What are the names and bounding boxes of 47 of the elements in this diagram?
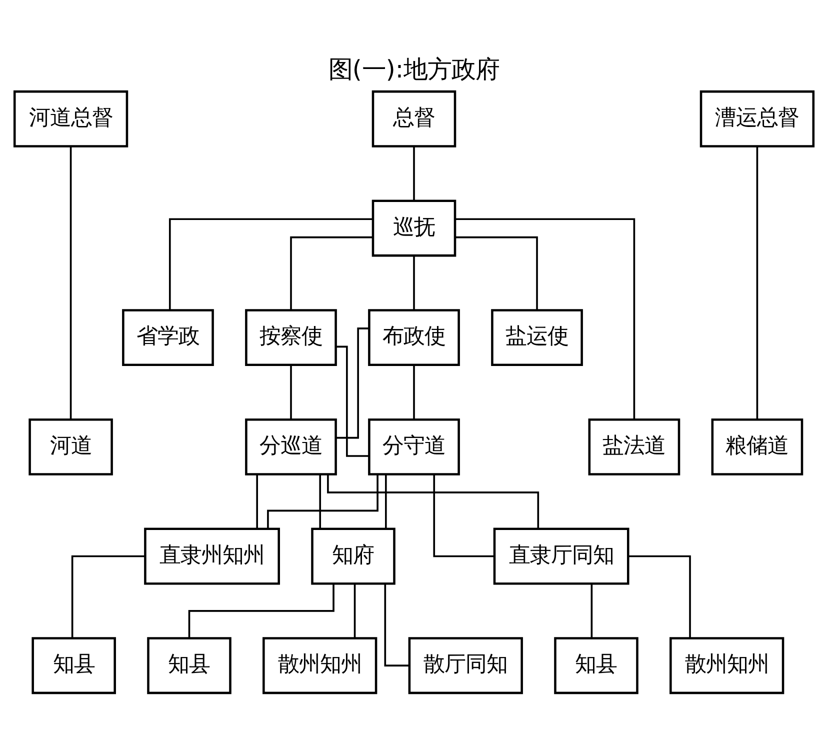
node-box: 知县: [147, 637, 232, 694]
connector: [413, 256, 415, 310]
node-box: 河道总督: [13, 90, 128, 148]
connector: [628, 555, 691, 638]
node-box: 知府: [311, 528, 396, 585]
node-box: 知县: [554, 637, 638, 694]
connector: [354, 584, 356, 638]
node-box: 漕运总督: [700, 90, 815, 148]
connector: [433, 474, 494, 558]
connector: [290, 365, 292, 419]
node-box: 直隶厅同知: [493, 528, 630, 585]
connector: [756, 146, 758, 420]
connector: [336, 328, 369, 439]
connector: [336, 346, 369, 457]
node-box: 省学政: [122, 309, 214, 366]
connector: [385, 474, 387, 528]
node-box: 总督: [372, 90, 456, 148]
node-box: 盐法道: [588, 418, 680, 476]
node-box: 散厅同知: [408, 637, 523, 694]
connector: [256, 474, 258, 528]
connector: [319, 474, 322, 528]
connector: [71, 555, 146, 638]
connector: [413, 146, 415, 200]
diagram-title: 图(一):地方政府: [328, 54, 500, 84]
node-box: 按察使: [245, 309, 337, 366]
node-box: 粮储道: [711, 418, 804, 476]
connector: [70, 146, 72, 420]
node-box: 分守道: [368, 418, 460, 476]
node-box: 河道: [28, 418, 113, 476]
node-box: 布政使: [368, 309, 460, 366]
connector: [267, 474, 378, 529]
connector: [327, 474, 540, 529]
connector: [168, 218, 373, 310]
node-box: 巡抚: [372, 200, 456, 257]
node-box: 直隶州知州: [144, 528, 280, 585]
node-box: 盐运使: [491, 309, 583, 366]
connector: [456, 236, 538, 310]
connector: [413, 365, 415, 419]
connector: [590, 584, 593, 638]
connector: [384, 584, 410, 666]
connector: [188, 584, 334, 638]
connector: [290, 236, 372, 310]
node-box: 分巡道: [245, 418, 337, 476]
node-box: 散州知州: [670, 637, 784, 694]
connector: [455, 218, 636, 420]
node-box: 知县: [32, 637, 116, 694]
node-box: 散州知州: [262, 637, 378, 694]
